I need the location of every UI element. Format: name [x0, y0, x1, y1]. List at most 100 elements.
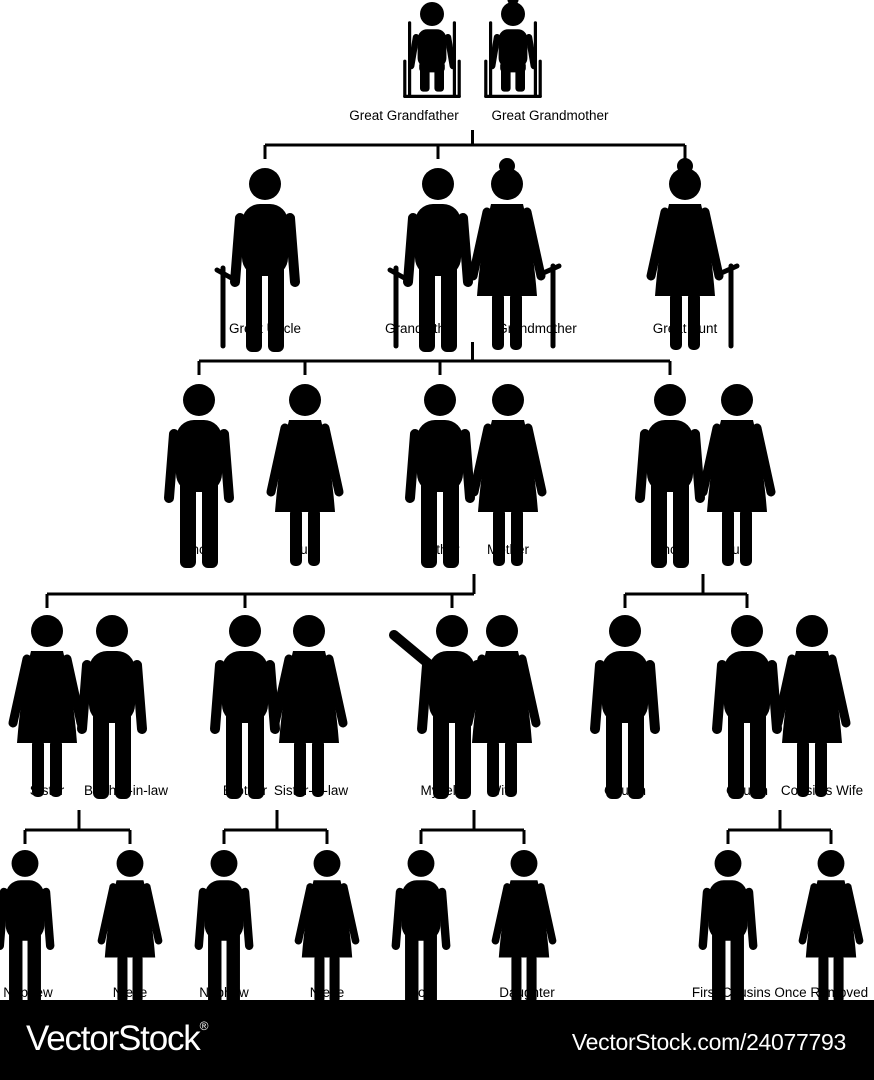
connector-sister-brother-in-law [23, 810, 132, 844]
person-nephew-1: Nephew [0, 850, 55, 1005]
girl-icon [798, 850, 864, 1003]
person-aunt-2: Aunt [698, 384, 776, 566]
connector-uncle-2-aunt-2 [623, 574, 749, 608]
label-myself: Myself [420, 783, 459, 798]
person-aunt-1: Aunt [266, 384, 344, 566]
person-brother: Brother [210, 615, 280, 799]
label-mother: Mother [487, 542, 530, 557]
person-niece-2: Niece [294, 850, 360, 1003]
brand-name: VectorStock [26, 1019, 201, 1058]
connector-great-grandfather-great-grandmother [263, 130, 687, 159]
girl-icon [294, 850, 360, 1003]
person-wife: Wife [463, 615, 541, 798]
stock-id-url: VectorStock.com/24077793 [571, 1029, 846, 1055]
man-icon [635, 384, 705, 568]
label-grandmother: Grandmother [497, 321, 577, 336]
person-grandmother: Grandmother [468, 158, 577, 350]
man-icon [210, 615, 280, 799]
label-brother-in-law: Brother-in-law [84, 783, 168, 798]
label-grandfather: Grandfather [385, 321, 458, 336]
label-cousin-2: Cousin [726, 783, 768, 798]
label-cousin-1: Cousin [604, 783, 646, 798]
person-sister-in-law: Sister-in-law [270, 615, 349, 798]
person-first-cousin-once-removed-girl [798, 850, 864, 1003]
label-uncle-1: Uncle [182, 542, 217, 557]
person-sister: Sister [8, 615, 86, 798]
generation-great-grandparents: Great Grandfather Great Grandmother [349, 0, 609, 123]
label-cousins-wife: Cousin’s Wife [781, 783, 863, 798]
elderly-woman-cane-icon [468, 158, 562, 350]
elderly-man-cane-icon [214, 168, 300, 352]
label-father: Father [420, 542, 460, 557]
person-cousin-2: Cousin [712, 615, 782, 799]
label-niece-1: Niece [113, 985, 148, 1000]
boy-icon [0, 850, 55, 1005]
label-great-uncle: Great Uncle [229, 321, 301, 336]
boy-icon [698, 850, 758, 1005]
label-aunt-1: Aunt [291, 542, 319, 557]
person-son: Son [391, 850, 451, 1005]
person-uncle-1: Uncle [164, 384, 234, 568]
elderly-man-cane-icon [387, 168, 473, 352]
boy-icon [391, 850, 451, 1005]
woman-icon [266, 384, 344, 566]
person-great-uncle: Great Uncle [214, 168, 301, 352]
label-brother: Brother [223, 783, 268, 798]
person-cousin-1: Cousin [590, 615, 660, 799]
woman-icon [698, 384, 776, 566]
woman-icon [270, 615, 348, 797]
connector-grandfather-grandmother [197, 342, 672, 375]
label-sister-in-law: Sister-in-law [274, 783, 349, 798]
person-great-grandfather: Great Grandfather [349, 2, 461, 123]
vectorstock-logo: VectorStock® [26, 1019, 209, 1059]
woman-icon [469, 384, 547, 566]
label-great-grandmother: Great Grandmother [491, 108, 609, 123]
person-great-aunt: Great Aunt [646, 158, 740, 350]
label-son: Son [409, 985, 433, 1000]
person-nephew-2: Nephew [194, 850, 254, 1005]
man-icon [164, 384, 234, 568]
person-cousins-wife: Cousin’s Wife [773, 615, 863, 798]
connector-lines [23, 130, 833, 844]
connector-brother-sister-in-law [222, 810, 329, 844]
label-nephew-2: Nephew [199, 985, 249, 1000]
connector-myself-wife [419, 810, 526, 844]
man-icon [590, 615, 660, 799]
woman-icon [463, 615, 541, 797]
person-first-cousin-once-removed-boy [698, 850, 758, 1005]
person-brother-in-law: Brother-in-law [77, 615, 168, 799]
person-mother: Mother [469, 384, 547, 566]
label-great-aunt: Great Aunt [653, 321, 718, 336]
label-sister: Sister [30, 783, 65, 798]
girl-icon [491, 850, 557, 1003]
girl-icon [97, 850, 163, 1003]
generation-parents: Uncle Aunt Father Mother Uncle Aunt [164, 384, 776, 568]
man-icon [405, 384, 475, 568]
person-uncle-2: Uncle [635, 384, 705, 568]
woman-icon [8, 615, 86, 797]
elderly-woman-cane-icon [646, 158, 740, 350]
person-great-grandmother: Great Grandmother [484, 0, 609, 123]
woman-icon [773, 615, 851, 797]
man-icon [712, 615, 782, 799]
person-father: Father [405, 384, 475, 568]
boy-icon [194, 850, 254, 1005]
label-first-cousins-once-removed: First Cousins Once Removed [692, 985, 868, 1000]
registered-mark: ® [199, 1019, 209, 1033]
label-great-grandfather: Great Grandfather [349, 108, 459, 123]
connector-father-mother [45, 574, 476, 608]
watermark-footer [0, 1000, 874, 1080]
label-daughter: Daughter [499, 985, 555, 1000]
label-uncle-2: Uncle [653, 542, 688, 557]
elderly-man-wheelchair-icon [403, 2, 461, 99]
man-icon [77, 615, 147, 799]
person-daughter: Daughter [491, 850, 557, 1003]
elderly-woman-wheelchair-icon [484, 0, 542, 99]
person-niece-1: Niece [97, 850, 163, 1003]
person-grandfather: Grandfather [385, 168, 473, 352]
label-aunt-2: Aunt [723, 542, 751, 557]
label-nephew-1: Nephew [3, 985, 53, 1000]
